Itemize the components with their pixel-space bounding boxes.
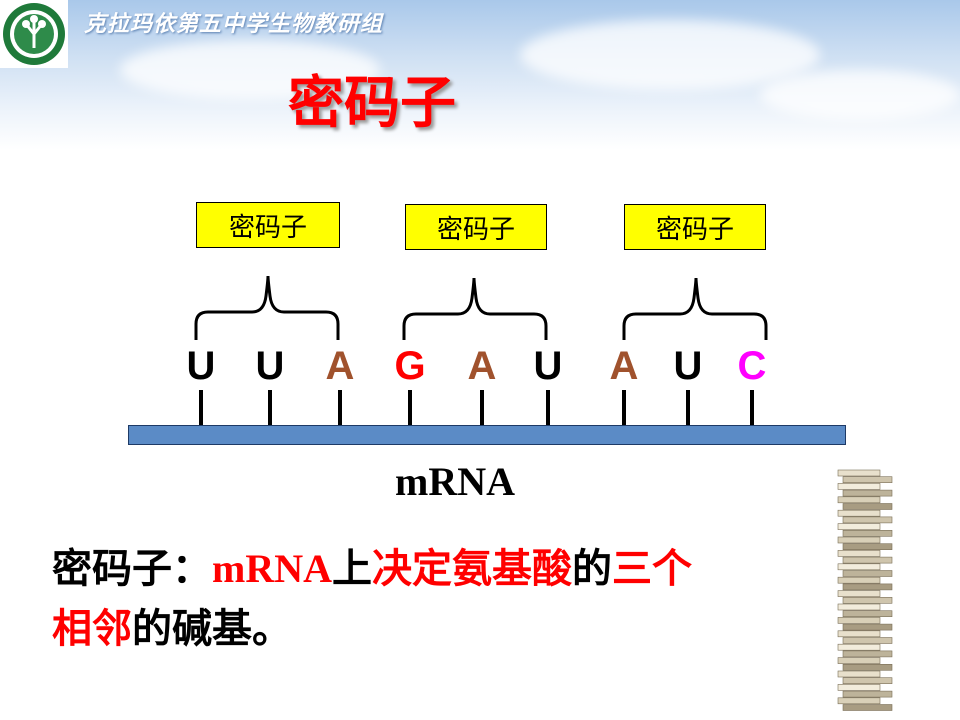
book bbox=[837, 617, 881, 624]
mrna-strand bbox=[128, 425, 846, 445]
book bbox=[837, 643, 881, 651]
book bbox=[837, 630, 881, 638]
definition-determine: 决定氨基酸 bbox=[371, 545, 572, 592]
base-letter-U: U bbox=[255, 344, 285, 388]
school-logo-icon bbox=[3, 3, 65, 65]
book bbox=[842, 623, 893, 631]
book bbox=[842, 610, 893, 617]
book bbox=[837, 657, 881, 664]
base-letter-U: U bbox=[186, 344, 216, 388]
mrna-label: mRNA bbox=[395, 459, 515, 504]
definition-rest: 的碱基。 bbox=[132, 605, 292, 652]
page-title: 密码子 bbox=[288, 70, 456, 136]
cloud-decoration bbox=[760, 70, 960, 120]
definition-on: 上 bbox=[331, 545, 372, 592]
book bbox=[842, 704, 893, 711]
book bbox=[842, 503, 893, 510]
base-letter-C: C bbox=[737, 344, 767, 388]
book bbox=[837, 483, 881, 490]
codon-label-box: 密码子 bbox=[624, 204, 766, 250]
book bbox=[837, 469, 881, 477]
book bbox=[837, 576, 881, 584]
codon-label-box: 密码子 bbox=[196, 202, 340, 248]
book bbox=[842, 690, 893, 698]
book bbox=[842, 476, 893, 483]
base-letter-A: A bbox=[609, 344, 639, 388]
book bbox=[837, 697, 881, 705]
book bbox=[842, 489, 893, 497]
codon-brace bbox=[194, 275, 340, 340]
school-logo bbox=[0, 0, 68, 68]
definition-mrna: mRNA bbox=[212, 546, 332, 591]
book bbox=[837, 670, 881, 678]
definition-adjacent: 相邻 bbox=[52, 605, 132, 652]
definition-line-1: 密码子：mRNA上决定氨基酸的三个 bbox=[52, 536, 692, 594]
book bbox=[842, 530, 893, 537]
definition-term: 密码子： bbox=[52, 545, 212, 592]
book bbox=[842, 597, 893, 604]
book bbox=[842, 637, 893, 644]
codon-label-box: 密码子 bbox=[405, 204, 547, 250]
definition-three: 三个 bbox=[611, 545, 692, 592]
book bbox=[837, 496, 881, 504]
base-letter-U: U bbox=[673, 344, 703, 388]
base-letter-G: G bbox=[394, 344, 426, 388]
book bbox=[842, 664, 893, 671]
book bbox=[842, 543, 893, 550]
book bbox=[837, 563, 881, 571]
definition-of: 的 bbox=[571, 545, 612, 592]
book bbox=[837, 536, 881, 544]
book bbox=[837, 550, 881, 557]
codon-brace bbox=[622, 277, 768, 340]
book bbox=[837, 590, 881, 597]
book bbox=[842, 556, 893, 564]
book bbox=[837, 509, 881, 517]
definition-line-2: 相邻的碱基。 bbox=[52, 596, 292, 654]
book bbox=[837, 684, 881, 691]
base-letter-A: A bbox=[467, 344, 497, 388]
book bbox=[837, 523, 881, 530]
base-letter-A: A bbox=[325, 344, 355, 388]
book bbox=[837, 603, 881, 611]
cloud-decoration bbox=[520, 20, 820, 90]
book bbox=[842, 570, 893, 577]
book bbox=[842, 650, 893, 658]
book bbox=[842, 516, 893, 524]
book-stack-image bbox=[837, 469, 893, 711]
base-letter-U: U bbox=[533, 344, 563, 388]
book bbox=[842, 677, 893, 684]
school-header-text: 克拉玛依第五中学生物教研组 bbox=[84, 12, 384, 37]
cloud-decoration bbox=[120, 40, 380, 100]
codon-brace bbox=[402, 277, 548, 340]
book bbox=[842, 583, 893, 591]
